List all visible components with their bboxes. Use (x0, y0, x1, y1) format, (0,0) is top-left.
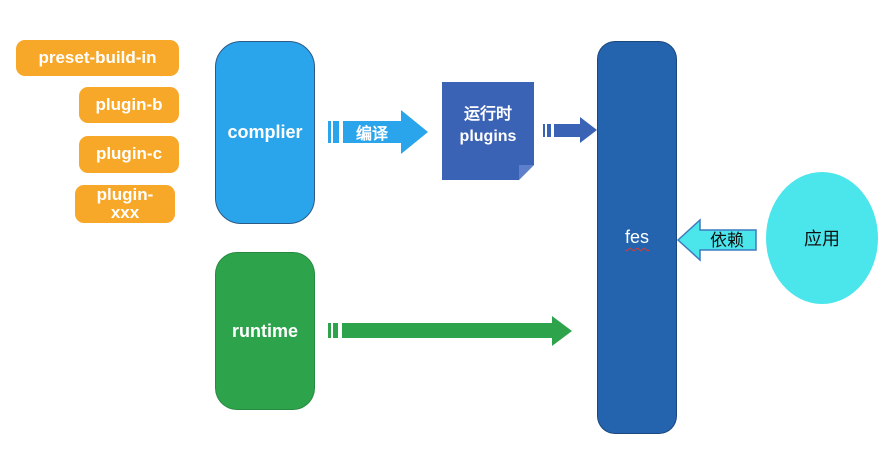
folded-corner-icon (519, 165, 534, 180)
runtime-plugins-label-en: plugins (459, 128, 517, 145)
arrow-head-right-icon (401, 109, 428, 154)
arrow-head-right-icon (580, 117, 597, 143)
arrow-head-right-icon (552, 315, 572, 346)
plugin-chip-preset-build-in: preset-build-in (16, 40, 179, 76)
plugin-chip-plugin-c: plugin-c (79, 136, 179, 173)
depends-arrow: 依赖 (677, 218, 757, 262)
runtime-plugins-node: 运行时 plugins (442, 82, 534, 180)
app-node: 应用 (766, 172, 878, 304)
depends-arrow-label: 依赖 (710, 231, 744, 250)
compile-arrow: 编译 (328, 109, 428, 154)
fes-node: fes (597, 41, 677, 434)
arrow-stripe (547, 123, 551, 137)
arrow-stripe (328, 120, 331, 143)
complier-node: complier (215, 41, 315, 224)
compile-arrow-label: 编译 (355, 125, 388, 143)
plugin-chip-plugin-b: plugin-b (79, 87, 179, 123)
runtime-plugins-label-zh: 运行时 (463, 106, 512, 124)
plugins-to-fes-arrow (543, 117, 597, 143)
plugin-chip-plugin-xxx: plugin-xxx (75, 185, 175, 223)
arrow-stripe (543, 123, 545, 137)
runtime-node: runtime (215, 252, 315, 410)
arrow-stripe (328, 323, 331, 338)
arrow-stripe (333, 120, 339, 143)
fes-label: fes (624, 227, 649, 247)
arrow-head-left-icon (677, 218, 757, 262)
runtime-to-fes-arrow (328, 315, 572, 346)
app-label: 应用 (804, 229, 840, 249)
arrow-stripe (333, 323, 338, 338)
